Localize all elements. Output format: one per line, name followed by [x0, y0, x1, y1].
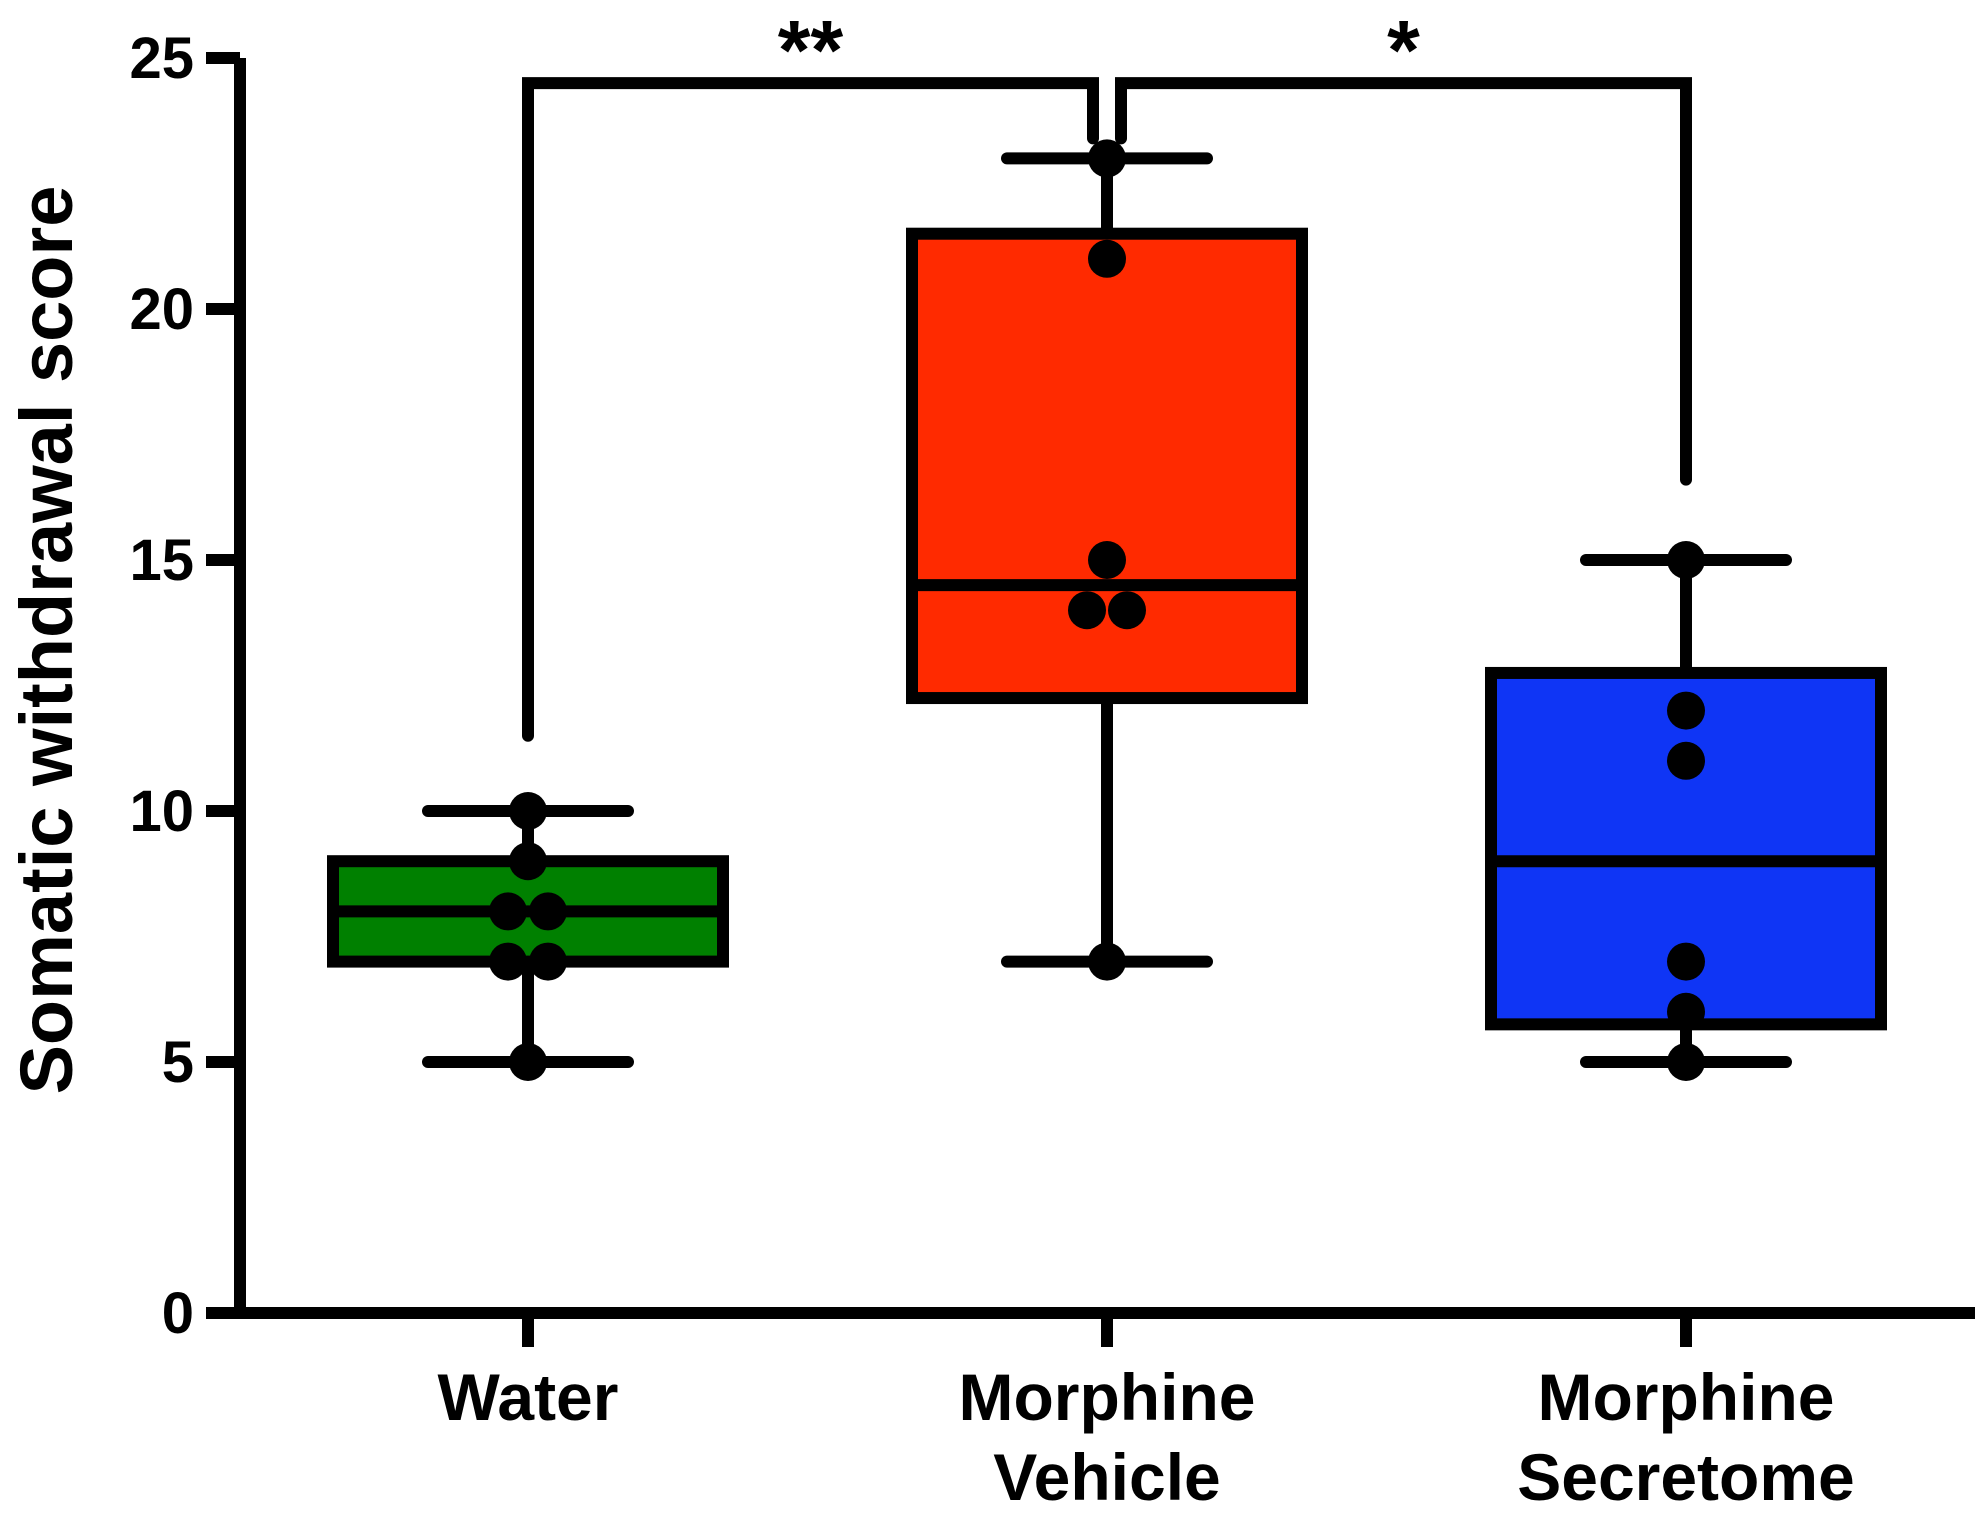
y-axis-title: Somatic withdrawal score	[5, 186, 88, 1095]
y-tick-label-2: 10	[129, 779, 194, 844]
data-point-2-1	[1667, 992, 1705, 1031]
data-points	[489, 139, 1705, 1081]
y-axis-title-group: Somatic withdrawal score	[5, 186, 88, 1095]
data-point-2-0	[1667, 1043, 1705, 1081]
significance-label-1: *	[1387, 3, 1420, 97]
significance-label-0: **	[778, 3, 844, 97]
data-point-0-6	[509, 792, 547, 830]
data-point-0-1	[489, 942, 527, 981]
x-category-label-line-0-0: Water	[438, 1360, 619, 1434]
data-point-1-2	[1108, 591, 1146, 630]
axes: 0 5 10 15 20 25	[129, 26, 1975, 1347]
x-category-label-line-1-1: Vehicle	[993, 1440, 1221, 1514]
data-point-2-5	[1667, 541, 1705, 579]
x-category-label-line-1-0: Morphine	[959, 1360, 1256, 1434]
box-1	[906, 227, 1308, 705]
significance-bracket-1	[1115, 77, 1692, 486]
y-tick-label-1: 5	[162, 1030, 194, 1095]
y-tick-label-4: 20	[129, 277, 194, 342]
data-point-1-5	[1088, 139, 1126, 178]
data-point-2-4	[1667, 691, 1705, 730]
significance-brackets: ***	[522, 3, 1692, 742]
y-tick-label-5: 25	[129, 26, 194, 91]
data-point-1-4	[1088, 239, 1126, 278]
data-point-0-0	[509, 1043, 547, 1081]
box-group-2	[1485, 554, 1887, 1068]
y-tick-label-3: 15	[129, 528, 194, 593]
x-category-label-0: Water	[438, 1360, 619, 1434]
boxes	[327, 152, 1887, 1068]
data-point-0-3	[489, 892, 527, 931]
x-category-label-line-2-1: Secretome	[1517, 1440, 1855, 1514]
data-point-1-0	[1088, 942, 1126, 981]
data-point-2-3	[1667, 741, 1705, 780]
box-group-1	[906, 152, 1308, 968]
data-point-0-2	[529, 942, 567, 981]
data-point-0-5	[509, 842, 547, 881]
y-tick-label-0: 0	[162, 1281, 194, 1346]
data-point-1-3	[1088, 541, 1126, 579]
significance-bracket-0	[522, 77, 1099, 742]
x-category-label-line-2-0: Morphine	[1538, 1360, 1835, 1434]
data-point-1-1	[1068, 591, 1106, 630]
data-point-0-4	[529, 892, 567, 931]
data-point-2-2	[1667, 942, 1705, 981]
